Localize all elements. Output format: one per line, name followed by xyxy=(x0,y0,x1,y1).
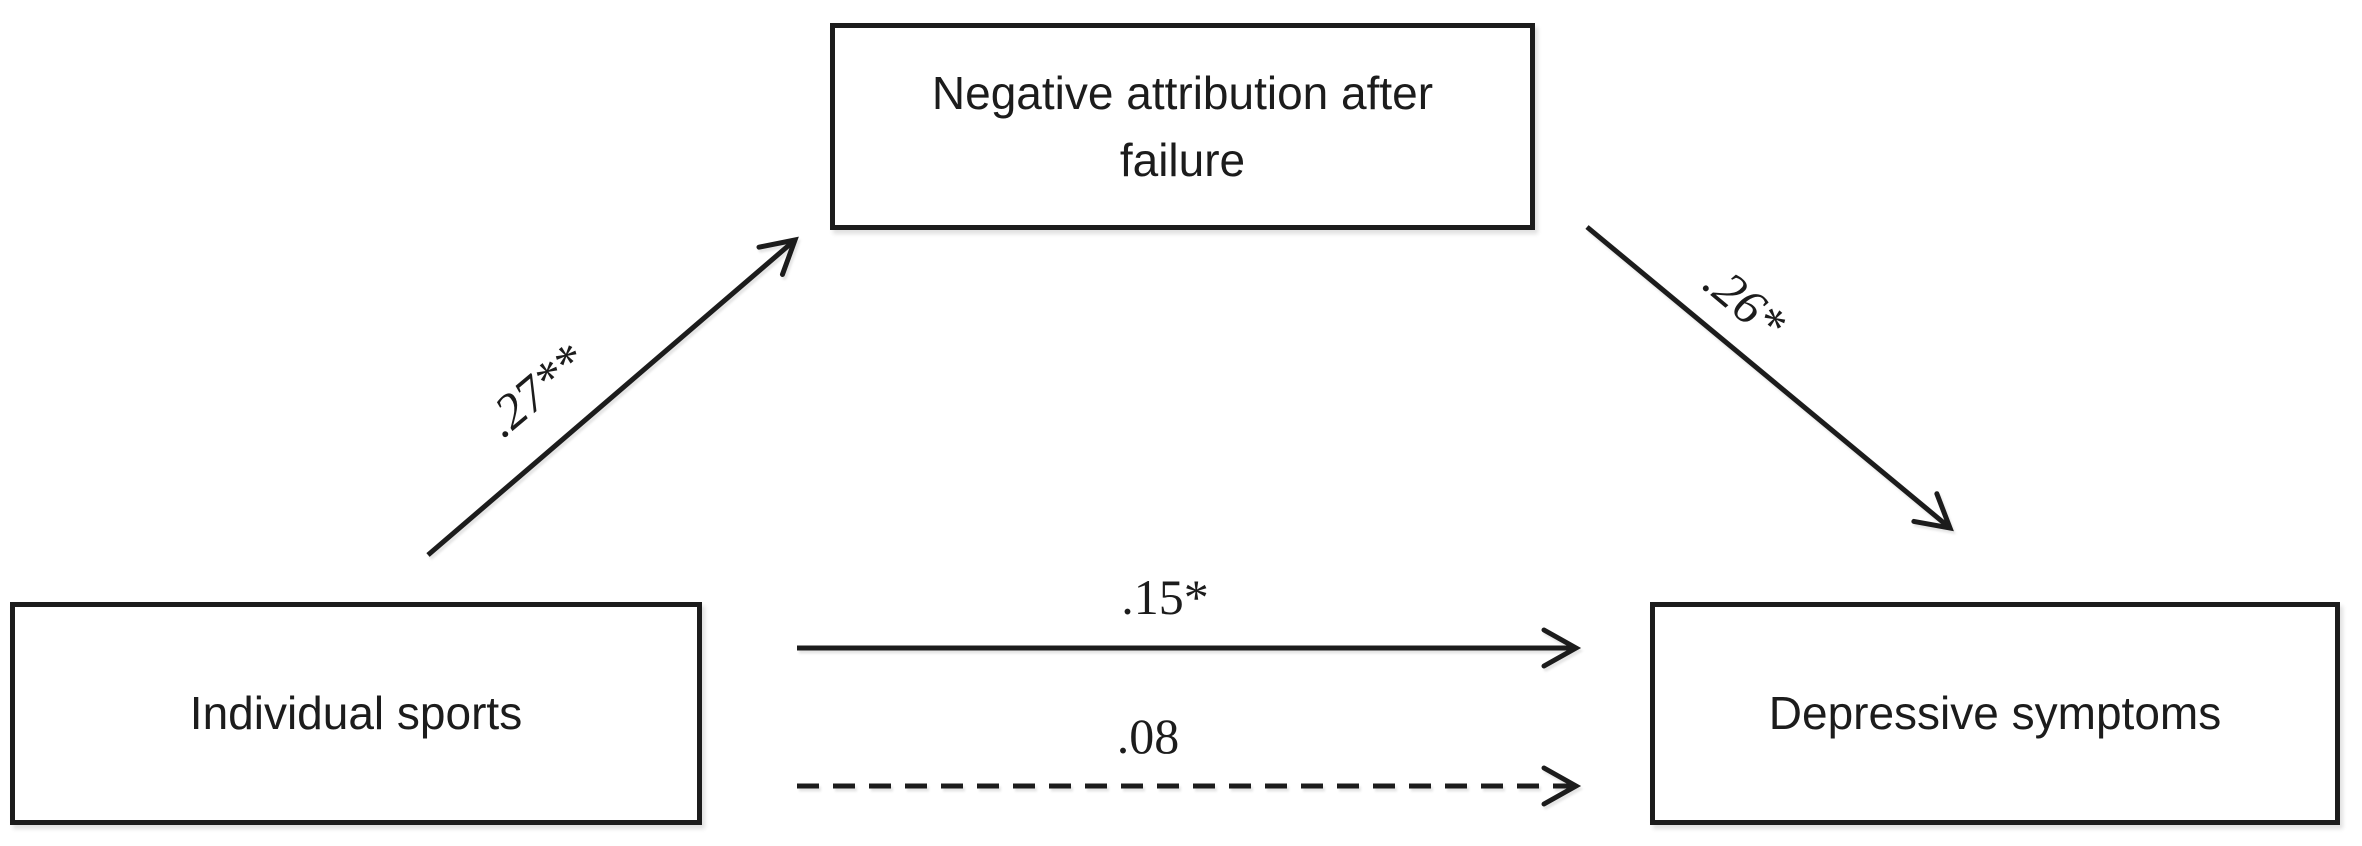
outcome-label: Depressive symptoms xyxy=(1768,687,2222,740)
mediator-label: Negative attribution after failure xyxy=(931,66,1434,186)
predictor-box: Individual sports xyxy=(10,602,702,825)
direct-path-dashed-coefficient: .08 xyxy=(1116,708,1180,764)
predictor-label: Individual sports xyxy=(189,687,523,740)
path-b-arrow xyxy=(1585,225,1954,532)
mediator-box: Negative attribution after failure xyxy=(830,23,1535,230)
path-a-arrow xyxy=(426,236,799,557)
direct-path-solid-coefficient: .15* xyxy=(1121,569,1209,625)
outcome-box: Depressive symptoms xyxy=(1650,602,2340,825)
